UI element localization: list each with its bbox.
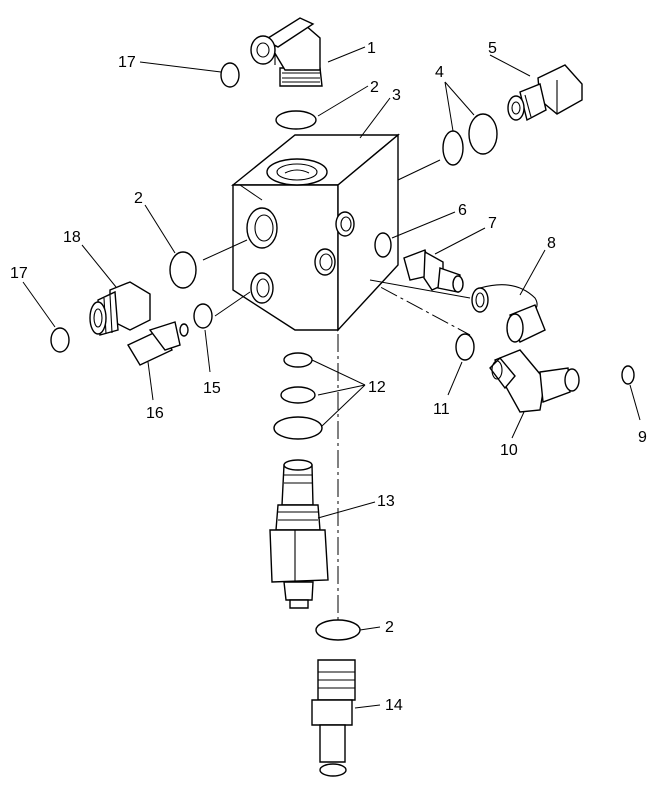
- bottom-fitting: [312, 660, 355, 776]
- o-rings: [51, 63, 634, 640]
- callout-7: 7: [488, 215, 497, 232]
- callout-2-top: 2: [370, 79, 379, 96]
- cartridge-plug: [508, 65, 582, 120]
- callout-labels: 1 2 3 4 5 17 2 6 7 8 18 17 15 16 12 11 1…: [10, 40, 647, 714]
- callout-1: 1: [367, 40, 376, 57]
- callout-11: 11: [433, 401, 450, 418]
- adapter-fitting-left: [90, 282, 150, 335]
- callout-16: 16: [146, 405, 164, 422]
- check-valve-cartridge: [404, 250, 463, 292]
- callout-8: 8: [547, 235, 556, 252]
- center-lines: [330, 260, 470, 630]
- callout-2-left: 2: [134, 190, 143, 207]
- callout-4: 4: [435, 64, 444, 81]
- callout-6: 6: [458, 202, 467, 219]
- callout-18: 18: [63, 229, 81, 246]
- relief-valve-cartridge: [270, 460, 328, 608]
- callout-14: 14: [385, 697, 403, 714]
- callout-2-bottom: 2: [385, 619, 394, 636]
- elbow-fitting-top: [251, 18, 322, 86]
- callout-3: 3: [392, 87, 401, 104]
- callout-17-left: 17: [10, 265, 28, 282]
- callout-13: 13: [377, 493, 395, 510]
- leader-lines: [23, 47, 640, 708]
- callout-17-top: 17: [118, 54, 136, 71]
- callout-10: 10: [500, 442, 518, 459]
- callout-5: 5: [488, 40, 497, 57]
- dust-cap: [472, 285, 545, 342]
- callout-15: 15: [203, 380, 221, 397]
- elbow-fitting-right: [490, 350, 579, 412]
- valve-block: [233, 135, 398, 330]
- callout-12: 12: [368, 379, 386, 396]
- callout-9: 9: [638, 429, 647, 446]
- test-port-fitting: [128, 322, 188, 365]
